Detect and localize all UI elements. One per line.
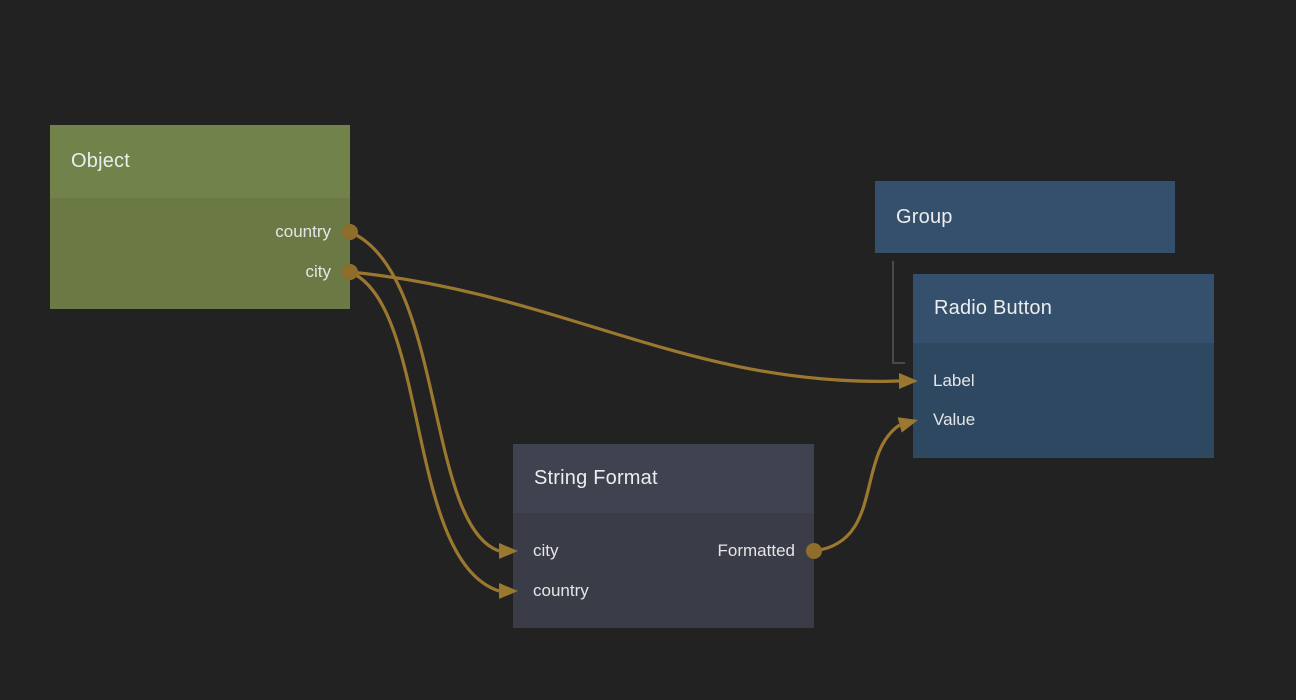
input-port-label-radio-button-value: Value	[933, 410, 976, 429]
output-port-label-string-format-formatted: Formatted	[717, 541, 795, 560]
node-radio-button-title: Radio Button	[934, 297, 1053, 319]
node-group[interactable]: Group	[875, 181, 1175, 253]
wire-object.city-to-string-format.country[interactable]	[349, 270, 500, 593]
input-port-label-radio-button-label: Label	[933, 371, 975, 390]
node-group-header[interactable]: Group	[875, 181, 1175, 253]
node-radio-button-header[interactable]: Radio Button	[913, 274, 1214, 343]
node-string-format-title: String Format	[534, 467, 658, 489]
input-port-label-string-format-city: city	[533, 541, 559, 560]
output-port-label-object-city: city	[305, 262, 332, 281]
output-port-label-object-country: country	[275, 222, 331, 241]
hierarchy-connector-group-to-radio-button	[892, 261, 905, 364]
input-port-label-string-format-country: country	[533, 581, 589, 600]
node-object[interactable]: Object country city	[50, 125, 350, 309]
node-group-title: Group	[896, 205, 953, 228]
node-string-format[interactable]: String Format city country Formatted	[513, 444, 814, 628]
node-object-title: Object	[71, 150, 131, 172]
wire-object.country-to-string-format.city[interactable]	[349, 230, 500, 553]
wire-string-format.Formatted-to-radio-button.Value[interactable]	[813, 423, 901, 553]
node-string-format-header[interactable]: String Format	[513, 444, 814, 513]
node-object-header[interactable]: Object	[50, 125, 350, 198]
wire-object.city-to-radio-button.Label[interactable]	[349, 270, 900, 383]
